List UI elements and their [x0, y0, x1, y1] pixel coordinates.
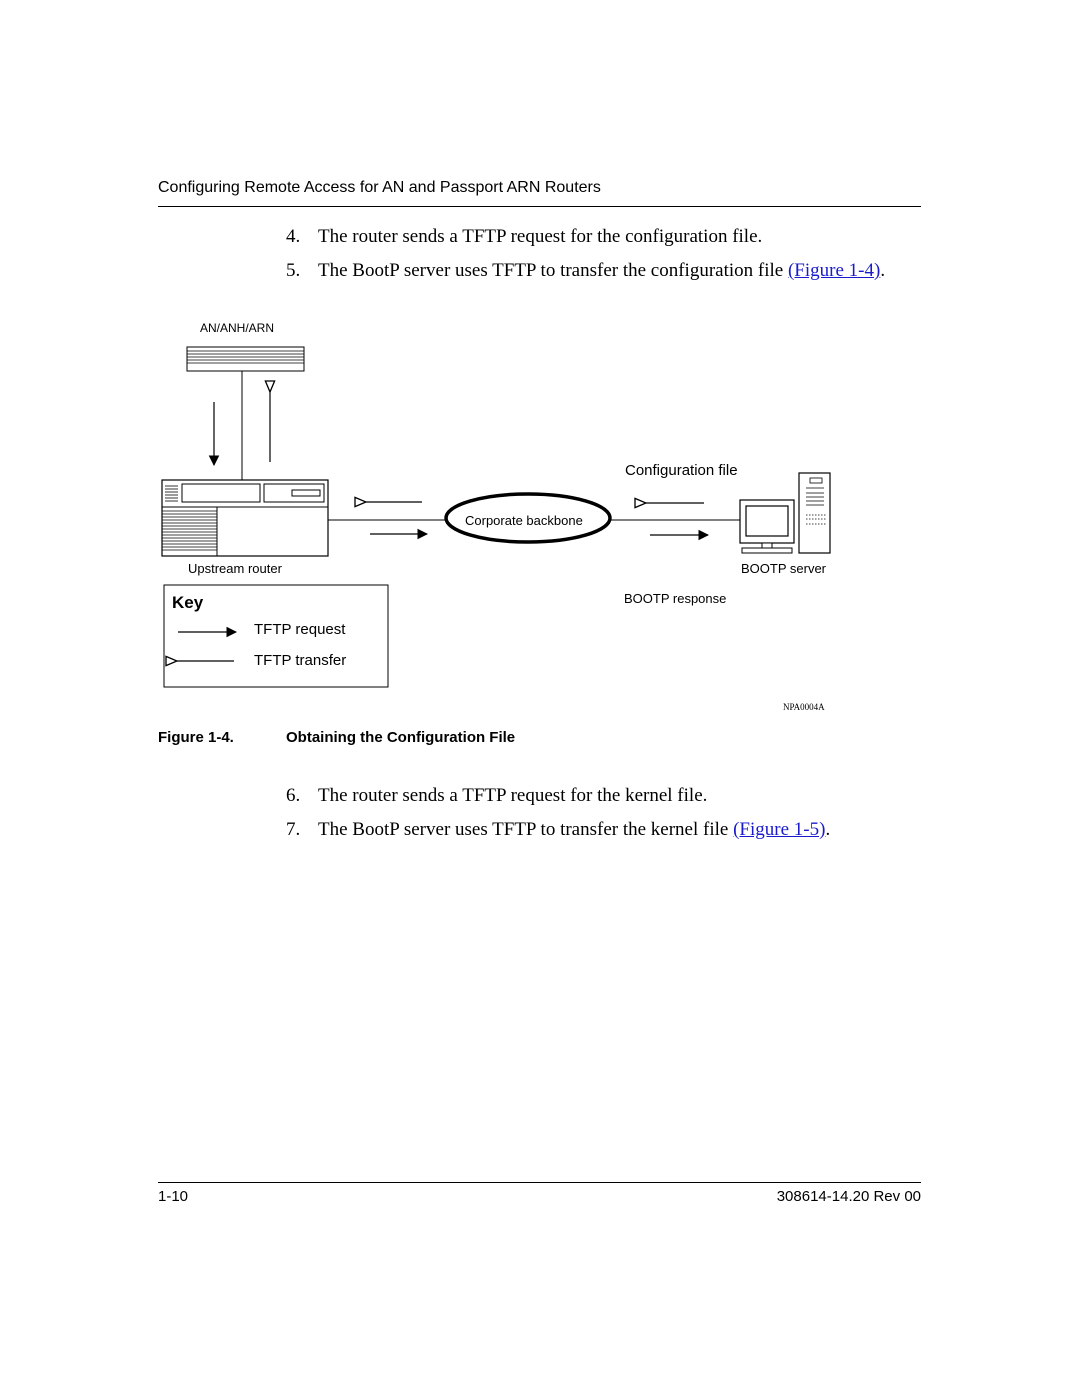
- caption-title: Obtaining the Configuration File: [286, 729, 516, 746]
- bootp-server-label: BOOTP server: [741, 561, 827, 576]
- step-text: The BootP server uses TFTP to transfer t…: [318, 819, 734, 840]
- footer-rule: [158, 1182, 921, 1183]
- step-number: 6.: [286, 785, 301, 806]
- running-header: Configuring Remote Access for AN and Pas…: [158, 179, 601, 196]
- an-router-label: AN/ANH/ARN: [200, 321, 275, 335]
- an-router-icon: [186, 346, 305, 372]
- corporate-backbone-icon: [444, 492, 612, 544]
- key-request-label: TFTP request: [254, 621, 346, 638]
- figure-1-4-link[interactable]: (Figure 1-4): [787, 260, 881, 281]
- caption-number: Figure 1-4.: [158, 729, 234, 746]
- key-title: Key: [172, 593, 204, 612]
- step-4: 4. The router sends a TFTP request for th…: [286, 226, 762, 248]
- document-number: 308614-14.20 Rev 00: [776, 1188, 921, 1205]
- page-number: 1-10: [158, 1188, 189, 1205]
- upstream-router-label: Upstream router: [188, 561, 282, 576]
- key-transfer-label: TFTP transfer: [254, 652, 347, 669]
- key-box: [163, 584, 389, 688]
- step-number: 7.: [286, 819, 301, 840]
- upstream-router-icon: [161, 479, 329, 557]
- figure-1-5-link[interactable]: (Figure 1-5): [733, 819, 826, 840]
- config-file-label: Configuration file: [625, 462, 738, 479]
- step-5: 5. The BootP server uses TFTP to transfer…: [286, 260, 885, 282]
- step-suffix: .: [825, 819, 831, 840]
- bootp-server-icon: [739, 472, 831, 554]
- step-6: 6. The router sends a TFTP request for th…: [286, 785, 707, 807]
- step-number: 5.: [286, 260, 301, 281]
- diagram-graphics: [161, 346, 831, 688]
- step-number: 4.: [286, 226, 301, 247]
- step-7: 7. The BootP server uses TFTP to transfer…: [286, 819, 830, 841]
- figure-code: NPA0004A: [783, 702, 825, 712]
- network-diagram: AN/ANH/ARN Upstream router Corporate bac…: [150, 310, 850, 720]
- step-text: The router sends a TFTP request for the …: [318, 226, 763, 247]
- figure-caption: Figure 1-4. Obtaining the Configuration …: [158, 729, 515, 746]
- step-text: The router sends a TFTP request for the …: [318, 785, 708, 806]
- step-text: The BootP server uses TFTP to transfer t…: [318, 260, 788, 281]
- header-rule: [158, 206, 921, 207]
- bootp-response-label: BOOTP response: [624, 591, 727, 606]
- backbone-label: Corporate backbone: [465, 513, 583, 528]
- step-suffix: .: [880, 260, 886, 281]
